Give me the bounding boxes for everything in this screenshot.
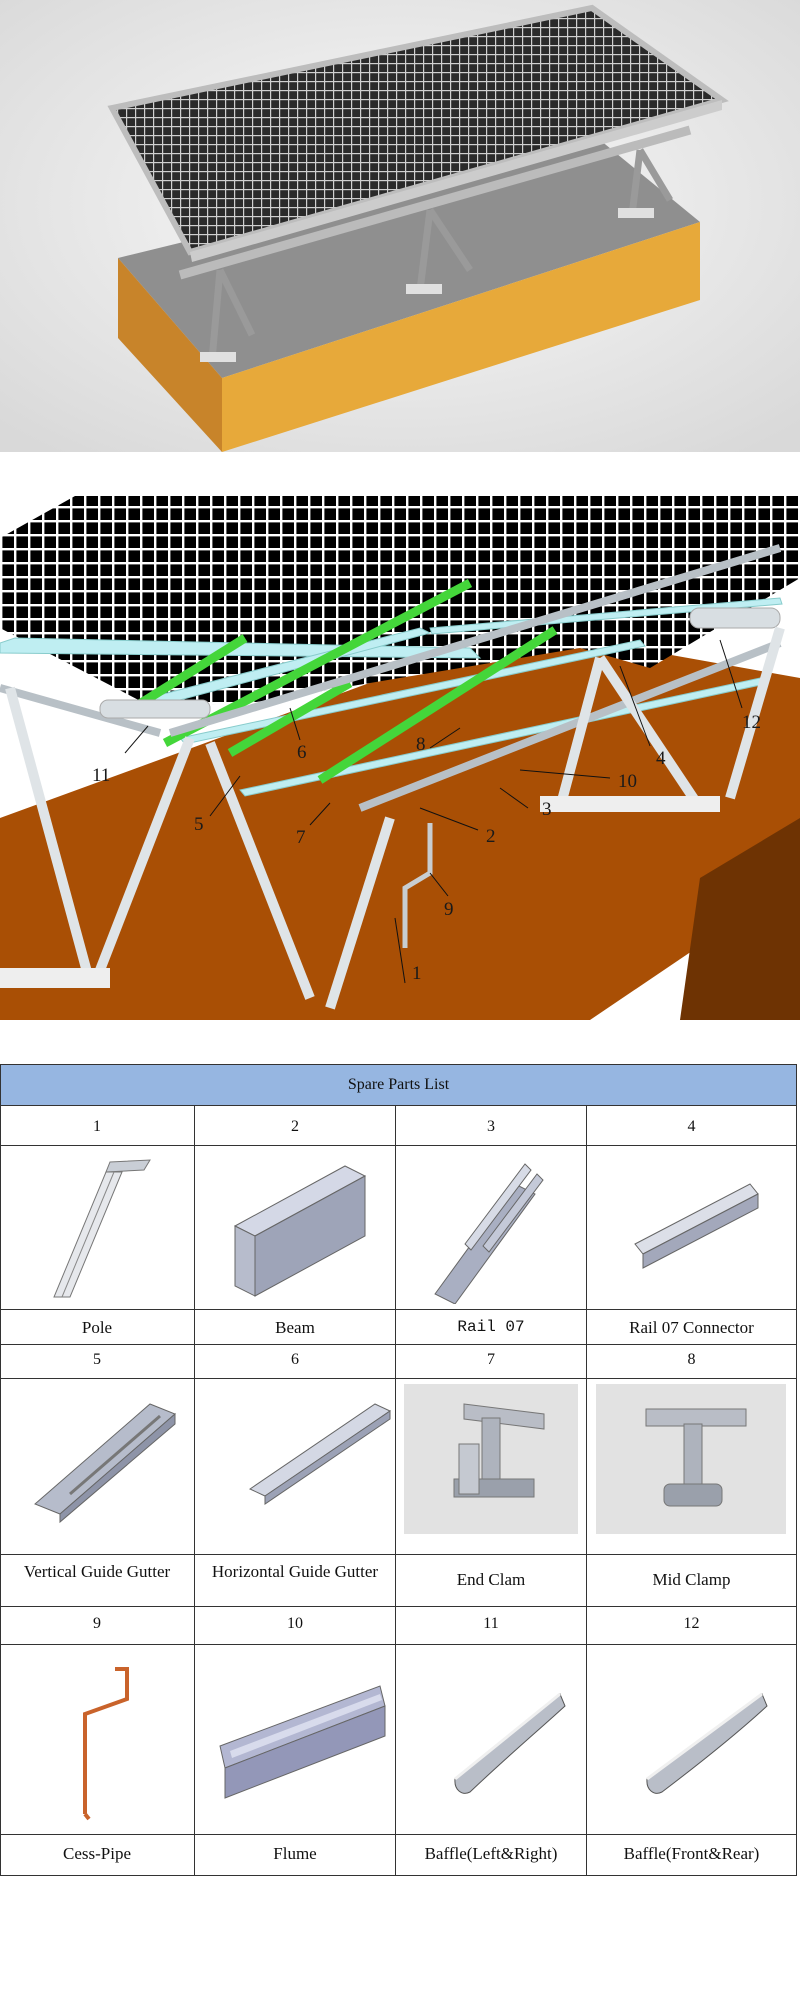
part-number: 9	[93, 1615, 101, 1632]
beam-icon	[233, 1165, 367, 1297]
baffle-icon	[646, 1692, 768, 1794]
vertical-gutter-icon	[34, 1403, 176, 1524]
part-name: Pole	[81, 1318, 113, 1337]
callout-7: 7	[296, 827, 306, 848]
part-number: 3	[487, 1118, 495, 1135]
pole-icon	[53, 1159, 151, 1298]
callout-2: 2	[486, 826, 496, 847]
cess-pipe-icon	[83, 1667, 129, 1821]
rail-icon	[434, 1163, 544, 1304]
callout-12: 12	[742, 712, 761, 733]
part-number: 4	[687, 1118, 696, 1135]
part-number: 8	[687, 1351, 696, 1368]
part-name: Mid Clamp	[652, 1570, 731, 1589]
callout-9: 9	[444, 899, 454, 920]
part-name: Horizontal Guide Gutter	[211, 1562, 379, 1581]
part-number: 6	[291, 1351, 299, 1368]
baffle-icon	[454, 1692, 566, 1794]
part-number: 11	[483, 1615, 499, 1632]
part-number: 12	[683, 1615, 700, 1632]
part-number: 5	[93, 1351, 101, 1368]
callout-10: 10	[618, 771, 637, 792]
part-name: Rail 07	[457, 1318, 525, 1336]
part-number: 10	[287, 1615, 303, 1632]
callout-5: 5	[194, 814, 204, 835]
callout-8: 8	[416, 734, 426, 755]
part-name: Flume	[273, 1844, 317, 1863]
flume-icon	[219, 1685, 386, 1799]
rail-connector-icon	[634, 1183, 759, 1269]
part-number: 1	[93, 1118, 101, 1135]
part-name: Vertical Guide Gutter	[23, 1562, 171, 1581]
part-number: 2	[291, 1118, 299, 1135]
spare-parts-table: Spare Parts List 1 2 3 4 Pole Beam Rail …	[0, 1064, 797, 1876]
mid-clamp-icon	[596, 1384, 786, 1534]
structure-detail-svg: 1 2 3 4 5 6 7 8 9 10 11 12	[0, 478, 800, 1020]
part-name: Beam	[275, 1318, 315, 1337]
part-name: Baffle(Front&Rear)	[623, 1844, 760, 1863]
structure-detail-diagram: 1 2 3 4 5 6 7 8 9 10 11 12	[0, 478, 800, 1020]
carport-render-svg	[0, 0, 800, 452]
part-number: 7	[487, 1351, 495, 1368]
callout-4: 4	[656, 748, 666, 769]
callout-1: 1	[412, 963, 422, 984]
horizontal-gutter-icon	[248, 1403, 392, 1505]
part-name: Cess-Pipe	[63, 1844, 131, 1863]
part-name: Baffle(Left&Right)	[424, 1844, 558, 1863]
part-name: Rail 07 Connector	[629, 1318, 754, 1337]
carport-render	[0, 0, 800, 452]
callout-6: 6	[297, 742, 307, 763]
part-name: End Clam	[456, 1570, 526, 1589]
end-clamp-icon	[404, 1384, 578, 1534]
callout-11: 11	[92, 765, 110, 786]
callout-3: 3	[542, 799, 552, 820]
table-title: Spare Parts List	[0, 1064, 797, 1106]
